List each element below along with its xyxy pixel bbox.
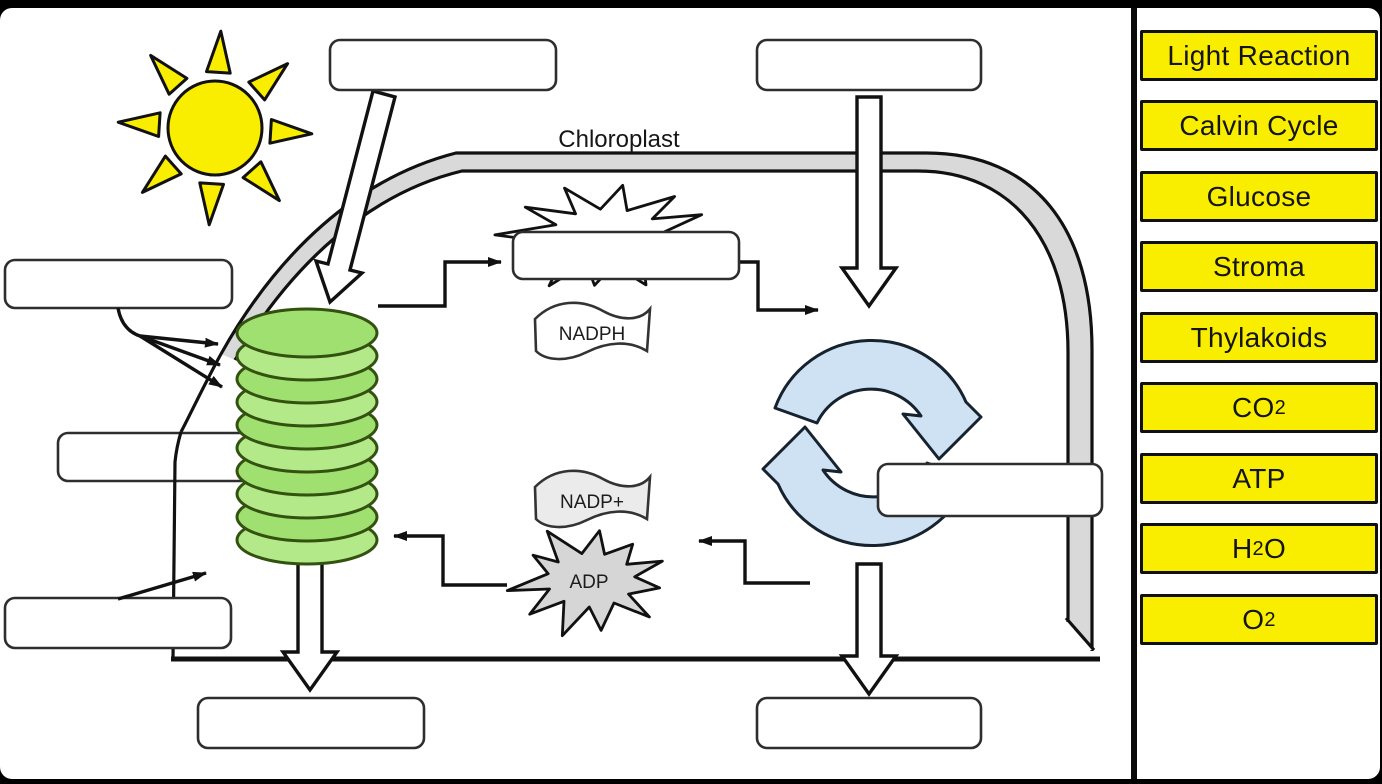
blank-slot-left-lower[interactable] <box>3 596 233 650</box>
blank-slot-top-right[interactable] <box>755 38 983 92</box>
adp-starburst: ADP <box>505 529 664 638</box>
nadp-plus-banner: NADP+ <box>533 469 652 529</box>
wordbank-divider <box>1131 8 1137 779</box>
nadph-banner: NADPH <box>533 301 652 361</box>
output-arrow-bottom-left <box>279 554 341 693</box>
word-bank-item-glucose[interactable]: Glucose <box>1140 171 1378 222</box>
nadph-label: NADPH <box>559 324 626 345</box>
word-bank-item-atp[interactable]: ATP <box>1140 453 1378 504</box>
membrane-inner-line <box>233 169 1070 622</box>
membrane-left-edge <box>171 431 183 660</box>
thylakoid-to-lightreaction-arrow <box>378 257 502 308</box>
calvin-to-adp-arrow <box>698 536 810 585</box>
blank-slot-bottom-left[interactable] <box>196 696 426 750</box>
stroma-pointer-arrow <box>117 571 207 601</box>
chloroplast-membrane <box>179 151 1094 651</box>
output-arrow-bottom-right <box>838 562 900 697</box>
input-arrow-top-left <box>313 88 398 305</box>
word-bank-item-calvin-cycle[interactable]: Calvin Cycle <box>1140 100 1378 151</box>
lightreaction-to-calvin-arrow <box>740 260 819 315</box>
nadp-plus-label: NADP+ <box>560 492 624 513</box>
photosynthesis-diagram: Chloroplast NADPH NADP+ ADP <box>3 29 1104 750</box>
blank-slot-left-upper[interactable] <box>3 258 234 310</box>
chloroplast-title: Chloroplast <box>558 126 680 153</box>
blank-slot-right-middle[interactable] <box>876 462 1104 518</box>
blank-slot-top-left[interactable] <box>328 38 558 92</box>
blank-slot-center[interactable] <box>511 230 741 281</box>
word-bank-item-thylakoids[interactable]: Thylakoids <box>1140 312 1378 363</box>
blank-slot-bottom-right[interactable] <box>755 696 983 750</box>
sun-icon <box>116 29 314 227</box>
input-arrow-top-right <box>838 95 900 309</box>
adp-to-thylakoid-arrow <box>393 531 507 587</box>
word-bank-item-light-reaction[interactable]: Light Reaction <box>1140 30 1378 81</box>
adp-label: ADP <box>569 572 608 593</box>
membrane-outer-line <box>179 151 1094 651</box>
word-bank-item-stroma[interactable]: Stroma <box>1140 241 1378 292</box>
thylakoid-pointer-fan <box>116 307 223 389</box>
thylakoid-stack <box>235 307 379 566</box>
